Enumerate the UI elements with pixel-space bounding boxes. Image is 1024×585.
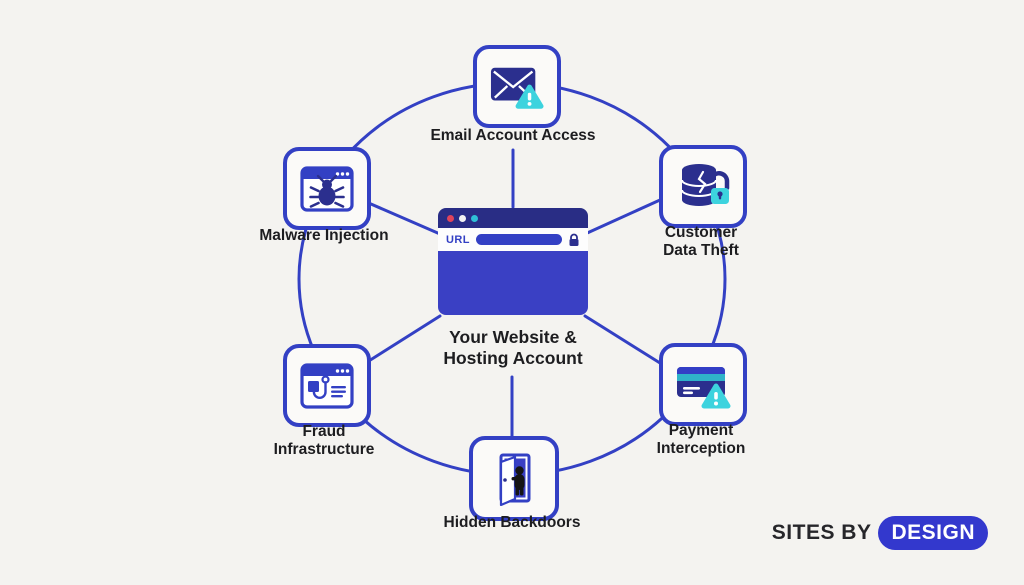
- window-dot-red: [447, 214, 454, 222]
- label-customer-data-theft: Customer Data Theft: [591, 224, 811, 260]
- address-field: [475, 234, 562, 245]
- bug-glyph: [309, 174, 345, 208]
- node-hidden-backdoors: [469, 436, 559, 521]
- email-warning-icon: [490, 67, 544, 109]
- label-email-account-access: Email Account Access: [430, 127, 596, 144]
- label-hidden-backdoors: Hidden Backdoors: [443, 514, 581, 531]
- intruder-silhouette: [511, 465, 525, 495]
- label-central-website: Your Website & Hosting Account: [403, 327, 623, 370]
- node-malware-injection: [283, 147, 371, 230]
- browser-url-bar: URL: [438, 228, 588, 251]
- lock-icon: [569, 233, 579, 246]
- label-fraud-infrastructure: Fraud Infrastructure: [214, 423, 434, 459]
- phishing-hook-site-icon: [300, 362, 354, 409]
- logo-badge: DESIGN: [878, 516, 988, 550]
- node-email-account-access: [473, 45, 561, 128]
- label-line: Customer: [664, 224, 738, 241]
- label-line: Interception: [656, 439, 746, 457]
- label-line: Hosting Account: [443, 348, 583, 369]
- window-dot-cyan: [471, 214, 478, 222]
- label-line: Infrastructure: [273, 440, 375, 458]
- sites-by-design-logo: SITES BY DESIGN: [772, 516, 988, 550]
- logo-text: SITES BY: [771, 521, 872, 544]
- node-payment-interception: [659, 343, 747, 426]
- browser-titlebar: [438, 208, 588, 228]
- label-payment-interception: Payment Interception: [591, 422, 811, 458]
- window-dot-white: [459, 214, 466, 222]
- node-customer-data-theft: [659, 145, 747, 228]
- label-line: Payment: [668, 422, 734, 439]
- open-door-intruder-icon: [499, 453, 531, 506]
- label-line: Your Website &: [449, 327, 577, 347]
- credit-card-warning-icon: [677, 366, 731, 408]
- bug-browser-icon: [300, 165, 354, 212]
- label-malware-injection: Malware Injection: [259, 227, 389, 244]
- browser-page-body: [438, 251, 588, 315]
- node-fraud-infrastructure: [283, 344, 371, 427]
- central-website-browser: URL: [438, 208, 588, 315]
- label-line: Data Theft: [663, 241, 739, 259]
- label-line: Fraud: [302, 423, 346, 440]
- url-label: URL: [446, 233, 470, 246]
- database-unlocked-icon: [681, 163, 730, 206]
